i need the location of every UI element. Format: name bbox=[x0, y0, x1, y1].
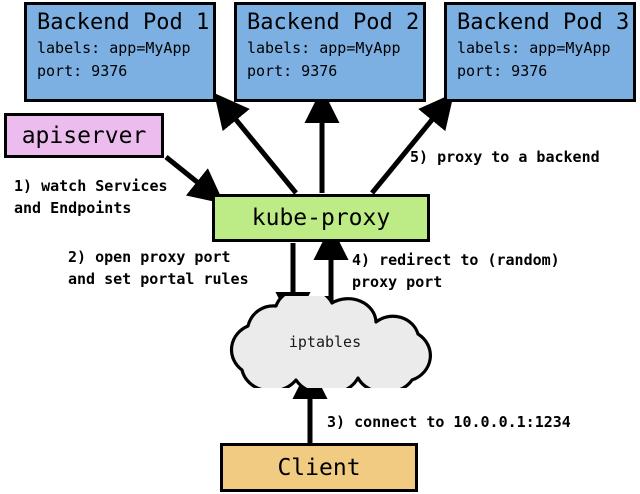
pod-labels: labels: app=MyApp bbox=[247, 39, 401, 57]
arrow-apiserver-to-kubeproxy bbox=[164, 155, 225, 204]
pod-title: Backend Pod 3 bbox=[457, 10, 630, 35]
step-3-label: 3) connect to 10.0.0.1:1234 bbox=[327, 413, 571, 431]
client-node[interactable]: Client bbox=[220, 443, 418, 492]
pod-port: port: 9376 bbox=[247, 62, 338, 80]
arrow-kubeproxy-to-pod1 bbox=[214, 92, 298, 195]
iptables-label: iptables bbox=[288, 333, 362, 351]
pod-labels: labels: app=MyApp bbox=[37, 39, 191, 57]
pod-port: port: 9376 bbox=[457, 62, 548, 80]
apiserver-node[interactable]: apiserver bbox=[4, 113, 164, 158]
pod-port: port: 9376 bbox=[37, 62, 128, 80]
pod-title: Backend Pod 1 bbox=[37, 10, 210, 35]
pod-labels: labels: app=MyApp bbox=[457, 39, 611, 57]
client-label: Client bbox=[277, 454, 361, 481]
backend-pod-2[interactable]: Backend Pod 2 labels: app=MyApp port: 93… bbox=[234, 2, 426, 102]
pod-title: Backend Pod 2 bbox=[247, 10, 420, 35]
arrow-kubeproxy-to-pod3 bbox=[370, 92, 454, 195]
backend-pod-1[interactable]: Backend Pod 1 labels: app=MyApp port: 93… bbox=[24, 2, 216, 102]
step-1-label: 1) watch Services and Endpoints bbox=[14, 177, 168, 217]
backend-pod-3[interactable]: Backend Pod 3 labels: app=MyApp port: 93… bbox=[444, 2, 636, 102]
step-5-label: 5) proxy to a backend bbox=[410, 148, 600, 166]
step-2-label: 2) open proxy port and set portal rules bbox=[68, 248, 249, 288]
step-4-label: 4) redirect to (random) proxy port bbox=[352, 251, 560, 291]
kube-proxy-label: kube-proxy bbox=[251, 205, 391, 231]
apiserver-label: apiserver bbox=[21, 122, 147, 149]
kube-proxy-node[interactable]: kube-proxy bbox=[212, 194, 430, 242]
